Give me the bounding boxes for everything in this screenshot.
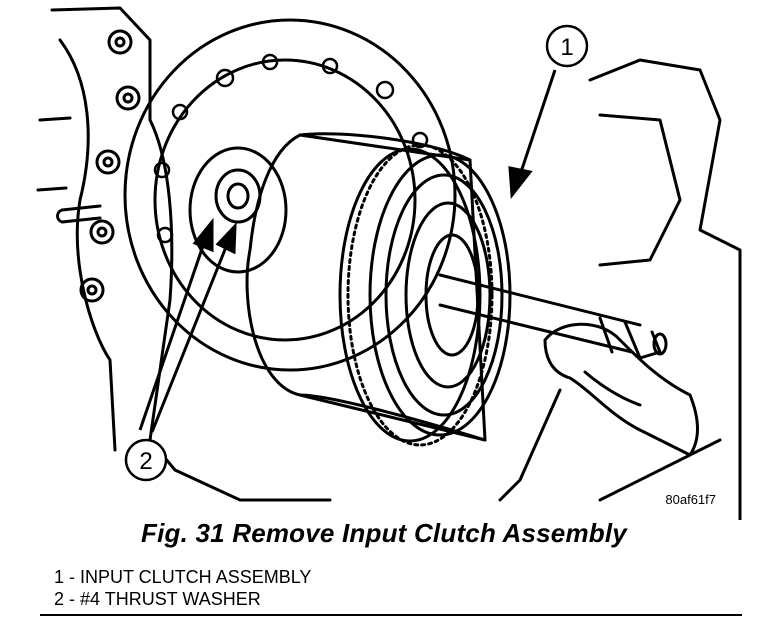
pump-housing-outer bbox=[123, 18, 457, 372]
legend-item: 1 - INPUT CLUTCH ASSEMBLY bbox=[54, 567, 312, 587]
callout-2-arrowhead-b bbox=[215, 222, 237, 255]
callout-1-arrowhead bbox=[508, 166, 533, 199]
pump-housing-inner bbox=[153, 58, 417, 342]
callout-2-leader-b bbox=[150, 241, 230, 433]
clutch-drum-face bbox=[368, 153, 512, 437]
callout-2 bbox=[124, 438, 168, 482]
case-flange bbox=[58, 38, 117, 452]
callout-2-label: 2 bbox=[139, 448, 152, 475]
callout-1-label: 1 bbox=[560, 34, 573, 61]
callout-1 bbox=[545, 24, 589, 68]
spline-ring bbox=[346, 143, 494, 447]
hub bbox=[188, 146, 288, 274]
figure-reference-code: 80af61f7 bbox=[665, 492, 716, 507]
case-bolt-holes bbox=[79, 29, 141, 303]
input-shaft bbox=[438, 273, 642, 354]
legend-item: 2 - #4 THRUST WASHER bbox=[54, 589, 261, 609]
hand bbox=[543, 322, 699, 457]
callout-2-leader-a bbox=[138, 239, 207, 431]
dowel-pin bbox=[56, 204, 102, 224]
transmission-case bbox=[50, 6, 332, 502]
illustration: 1 2 bbox=[36, 6, 742, 520]
bottom-rule bbox=[40, 614, 742, 616]
callout-2-arrowhead-a bbox=[192, 217, 214, 253]
figure-caption: Fig. 31 Remove Input Clutch Assembly bbox=[141, 518, 627, 548]
callout-1-leader bbox=[518, 69, 557, 176]
clutch-drum-body bbox=[245, 133, 487, 442]
legend: 1 - INPUT CLUTCH ASSEMBLY 2 - #4 THRUST … bbox=[54, 566, 311, 610]
housing-bolt-bosses bbox=[153, 53, 429, 244]
extension-housing bbox=[588, 58, 742, 520]
